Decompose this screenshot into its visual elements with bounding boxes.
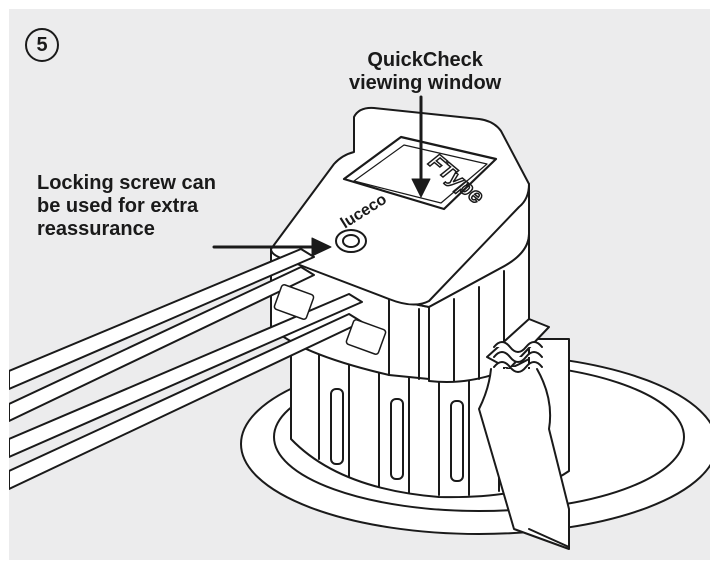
quickcheck-callout-line-2: viewing window [349, 72, 502, 94]
locking-screw [335, 229, 367, 253]
locking-screw-callout-line-3: reassurance [37, 218, 155, 240]
locking-screw-callout-line-1: Locking screw can [37, 172, 216, 194]
illustration-panel: luceco FType 5 QuickCheck viewing window… [9, 9, 710, 560]
locking-screw-callout-line-2: be used for extra [37, 195, 199, 217]
wire-terminals [273, 284, 387, 355]
step-number-badge: 5 [25, 28, 59, 62]
flat-cables [9, 248, 363, 490]
locking-screw-callout: Locking screw can be used for extra reas… [37, 172, 216, 241]
spring-clip [478, 318, 570, 550]
downlight-connector-illustration: luceco FType [9, 95, 710, 550]
callout-arrows [212, 95, 431, 257]
quickcheck-callout: QuickCheck viewing window [349, 49, 501, 95]
quickcheck-callout-line-1: QuickCheck [367, 49, 483, 71]
step-number: 5 [36, 34, 48, 56]
